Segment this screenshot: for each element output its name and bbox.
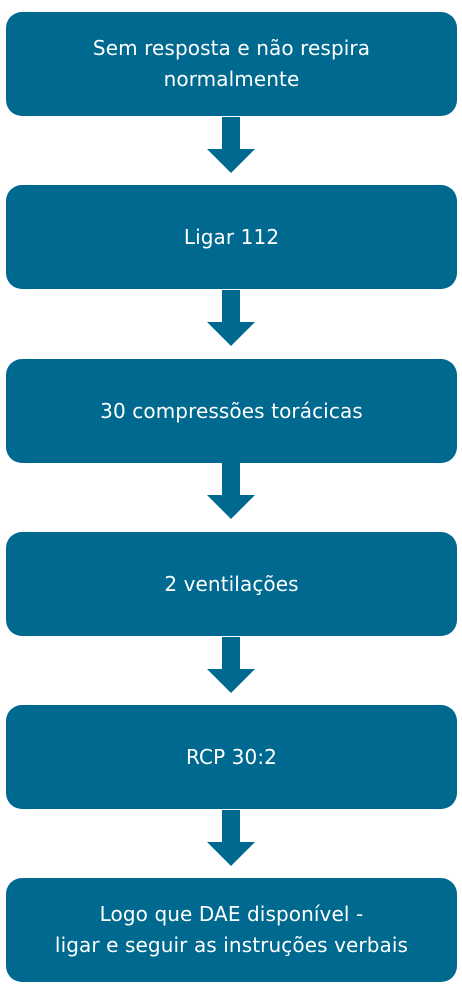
step-label: Sem resposta e não respira normalmente [93, 33, 370, 95]
arrow-down-icon [207, 810, 255, 866]
step-aed-box: Logo que DAE disponível - ligar e seguir… [6, 878, 457, 982]
step-label: 30 compressões torácicas [100, 396, 363, 427]
step-label: Logo que DAE disponível - ligar e seguir… [55, 899, 408, 961]
step-label-line: 30 compressões torácicas [100, 398, 363, 423]
step-ventilations-box: 2 ventilações [6, 532, 457, 636]
step-label-line: ligar e seguir as instruções verbais [54, 933, 409, 957]
step-cpr-box: RCP 30:2 [6, 705, 457, 809]
step-label-line: Logo que DAE disponível - [99, 902, 364, 926]
arrow-down-icon [207, 463, 255, 519]
step-call-112-box: Ligar 112 [6, 185, 457, 289]
arrow-down-icon [207, 637, 255, 693]
arrow-down-icon [207, 290, 255, 346]
step-label-line: Ligar 112 [183, 224, 280, 249]
step-compressions-box: 30 compressões torácicas [6, 359, 457, 463]
arrow-down-icon [207, 117, 255, 173]
step-no-response-box: Sem resposta e não respira normalmente [6, 12, 457, 116]
step-label-line: 2 ventilações [164, 571, 299, 596]
step-label: RCP 30:2 [186, 742, 277, 773]
step-label: 2 ventilações [164, 569, 298, 600]
step-label: Ligar 112 [184, 222, 279, 253]
step-label-line: Sem resposta e não respira [92, 36, 371, 60]
step-label-line: normalmente [163, 67, 300, 91]
step-label-line: RCP 30:2 [186, 744, 277, 769]
